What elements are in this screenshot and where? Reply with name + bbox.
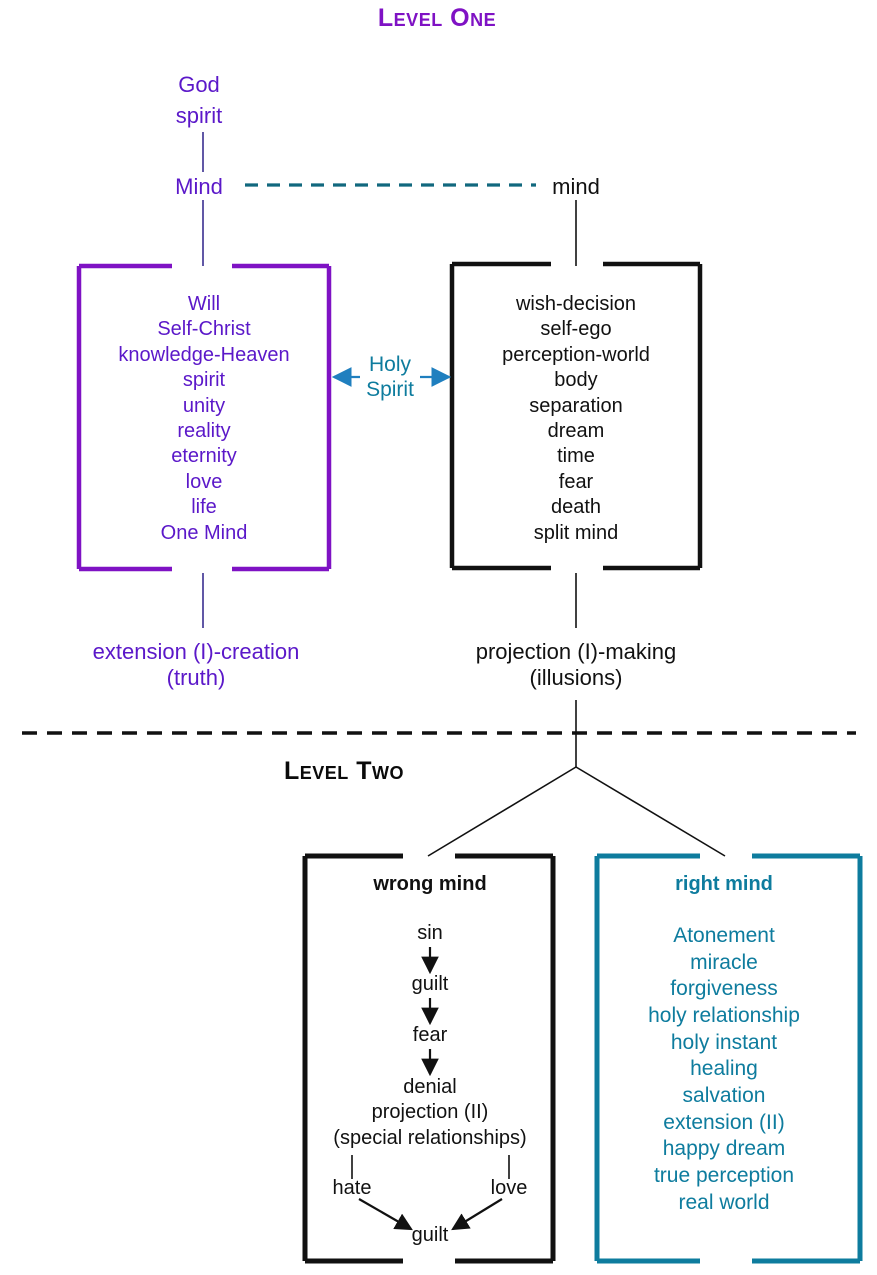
holy-spirit-line1: Holy bbox=[368, 353, 412, 376]
denial-line: projection (II) bbox=[371, 1101, 489, 1124]
list-item: reality bbox=[177, 419, 231, 442]
right-outcome-line1: projection (I)-making bbox=[475, 639, 677, 664]
label-mind-right-text: mind bbox=[552, 174, 600, 199]
list-item: perception-world bbox=[502, 343, 650, 366]
level-one-title-text: Level One bbox=[377, 4, 497, 32]
label-spirit-text: spirit bbox=[175, 103, 223, 128]
label-mind-left-text: Mind bbox=[175, 174, 223, 199]
wrong-mind-heading-text: wrong mind bbox=[373, 873, 487, 895]
wrong-mind-heading: wrong mind bbox=[373, 873, 486, 897]
wrong-mind-branch-hate: hate bbox=[333, 1177, 372, 1201]
list-item: wish-decision bbox=[515, 293, 637, 315]
denial-line: (special relationships) bbox=[333, 1126, 527, 1149]
list-item: time bbox=[557, 445, 595, 468]
list-item: extension (II) bbox=[663, 1110, 785, 1134]
label-spirit: spirit bbox=[176, 103, 222, 129]
level-two-title-text: Level Two bbox=[284, 757, 404, 785]
left-outcome-line2: (truth) bbox=[166, 664, 226, 690]
right-box-list: wish-decision self-ego perception-world … bbox=[502, 292, 650, 546]
list-item: Atonement bbox=[673, 924, 775, 947]
level-two-title: Level Two bbox=[284, 757, 404, 787]
right-mind-heading: right mind bbox=[675, 873, 773, 897]
list-item: Self-Christ bbox=[157, 318, 251, 341]
arrow-love-to-guilt bbox=[451, 1198, 503, 1231]
list-item: eternity bbox=[171, 445, 237, 468]
wrong-mind-chain-guilt: guilt bbox=[412, 973, 449, 997]
list-item: miracle bbox=[690, 950, 758, 974]
level-one-title: Level One bbox=[378, 4, 496, 34]
connector-branch-to-right-mind bbox=[575, 766, 726, 857]
list-item: true perception bbox=[653, 1163, 795, 1187]
left-box-list: Will Self-Christ knowledge-Heaven spirit… bbox=[118, 292, 289, 546]
branch-love-text: love bbox=[490, 1177, 528, 1199]
wrong-mind-branch-love: love bbox=[491, 1177, 528, 1201]
left-outcome-label: extension (I)-creation (truth) bbox=[93, 639, 300, 691]
list-item: body bbox=[554, 369, 598, 392]
list-item: One Mind bbox=[160, 521, 248, 544]
list-item: spirit bbox=[182, 369, 226, 392]
wrong-mind-chain-fear: fear bbox=[413, 1024, 447, 1048]
holy-spirit-label: Holy Spirit bbox=[366, 353, 414, 403]
list-item: holy relationship bbox=[648, 1003, 800, 1027]
list-item: life bbox=[191, 496, 217, 519]
chain-item-text: guilt bbox=[411, 973, 449, 995]
list-item: knowledge-Heaven bbox=[118, 343, 290, 366]
list-item: separation bbox=[529, 394, 623, 417]
label-mind-right: mind bbox=[552, 174, 600, 200]
chain-item-text: fear bbox=[412, 1024, 448, 1046]
branch-hate-text: hate bbox=[332, 1177, 372, 1199]
list-item: unity bbox=[182, 394, 226, 417]
holy-spirit-line2: Spirit bbox=[366, 377, 414, 401]
list-item: self-ego bbox=[540, 318, 612, 341]
wrong-mind-denial-block: denial projection (II) (special relation… bbox=[333, 1075, 526, 1151]
list-item: happy dream bbox=[662, 1137, 786, 1161]
connector-branch-to-wrong-mind bbox=[427, 766, 577, 857]
list-item: fear bbox=[558, 470, 594, 493]
label-god-text: God bbox=[178, 72, 220, 97]
list-item: dream bbox=[547, 419, 605, 442]
arrow-hate-to-guilt bbox=[358, 1198, 413, 1231]
list-item: Will bbox=[187, 293, 221, 315]
denial-line: denial bbox=[403, 1076, 457, 1098]
list-item: salvation bbox=[682, 1083, 766, 1107]
list-item: split mind bbox=[533, 521, 619, 544]
converge-guilt-text: guilt bbox=[411, 1224, 449, 1246]
wrong-mind-converge-guilt: guilt bbox=[412, 1224, 449, 1248]
list-item: love bbox=[185, 470, 223, 493]
list-item: death bbox=[550, 496, 602, 519]
chain-item-text: sin bbox=[417, 922, 443, 944]
label-mind-left: Mind bbox=[175, 174, 223, 200]
right-mind-list: Atonement miracle forgiveness holy relat… bbox=[648, 923, 800, 1216]
label-god: God bbox=[178, 72, 220, 98]
right-outcome-label: projection (I)-making (illusions) bbox=[476, 639, 677, 691]
list-item: real world bbox=[678, 1190, 770, 1214]
list-item: healing bbox=[690, 1057, 758, 1081]
right-outcome-line2: (illusions) bbox=[529, 664, 623, 690]
right-mind-heading-text: right mind bbox=[675, 873, 773, 895]
list-item: forgiveness bbox=[670, 977, 778, 1001]
list-item: holy instant bbox=[670, 1030, 778, 1054]
left-outcome-line1: extension (I)-creation bbox=[92, 639, 300, 664]
wrong-mind-chain-sin: sin bbox=[417, 922, 443, 946]
